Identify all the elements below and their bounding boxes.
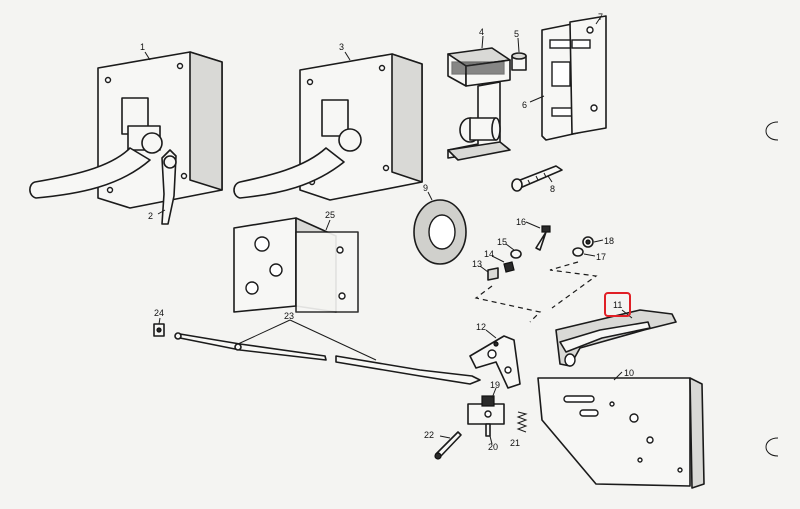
part-3-lock-assembly bbox=[233, 53, 423, 201]
callout-18: 18 bbox=[604, 236, 614, 246]
callout-17: 17 bbox=[596, 252, 606, 262]
callout-11-highlight-box bbox=[604, 292, 631, 317]
callout-11: 11 bbox=[613, 300, 622, 310]
callout-21: 21 bbox=[510, 438, 520, 448]
callout-8: 8 bbox=[550, 184, 555, 194]
callout-5: 5 bbox=[514, 29, 519, 39]
callout-24: 24 bbox=[154, 308, 164, 318]
part-15-washer bbox=[510, 249, 522, 259]
callout-6: 6 bbox=[522, 100, 527, 110]
callout-7: 7 bbox=[598, 12, 603, 22]
callout-10: 10 bbox=[624, 368, 634, 378]
part-11-handle-lever bbox=[555, 309, 677, 367]
page-edge-mark-bottom bbox=[765, 437, 779, 457]
callout-14: 14 bbox=[484, 249, 494, 259]
page-edge-mark-top bbox=[765, 121, 779, 141]
part-5-bushing bbox=[511, 52, 527, 71]
part-8-screw bbox=[511, 165, 563, 192]
part-21-spring bbox=[516, 411, 528, 433]
callout-19: 19 bbox=[490, 380, 500, 390]
callout-25: 25 bbox=[325, 210, 335, 220]
part-17-washer bbox=[572, 247, 584, 257]
part-14-nut bbox=[503, 261, 515, 273]
callout-4: 4 bbox=[479, 27, 484, 37]
callout-3: 3 bbox=[339, 42, 344, 52]
callout-16: 16 bbox=[516, 217, 526, 227]
part-9-gasket-ring bbox=[413, 199, 467, 265]
callout-13: 13 bbox=[472, 259, 482, 269]
part-10-mounting-plate bbox=[537, 377, 705, 489]
part-13-nut bbox=[487, 267, 499, 281]
part-24-clip bbox=[153, 323, 165, 337]
callout-2: 2 bbox=[148, 211, 153, 221]
part-23-linkage-rods bbox=[174, 332, 481, 385]
part-7-striker-plate bbox=[569, 15, 607, 135]
callout-23: 23 bbox=[284, 311, 294, 321]
callout-12: 12 bbox=[476, 322, 486, 332]
part-20-switch-block bbox=[467, 395, 505, 437]
callout-20: 20 bbox=[488, 442, 498, 452]
callout-9: 9 bbox=[423, 183, 428, 193]
part-1-lock-assembly bbox=[29, 51, 223, 225]
callout-22: 22 bbox=[424, 430, 434, 440]
part-25-angle-bracket bbox=[233, 217, 359, 313]
callout-15: 15 bbox=[497, 237, 507, 247]
part-4-cylinder-bracket bbox=[447, 47, 511, 161]
part-22-pin bbox=[434, 431, 462, 460]
part-12-latch-lever bbox=[469, 335, 521, 389]
part-16-bolt bbox=[535, 225, 551, 251]
part-18-nut bbox=[582, 236, 594, 248]
callout-1: 1 bbox=[140, 42, 145, 52]
